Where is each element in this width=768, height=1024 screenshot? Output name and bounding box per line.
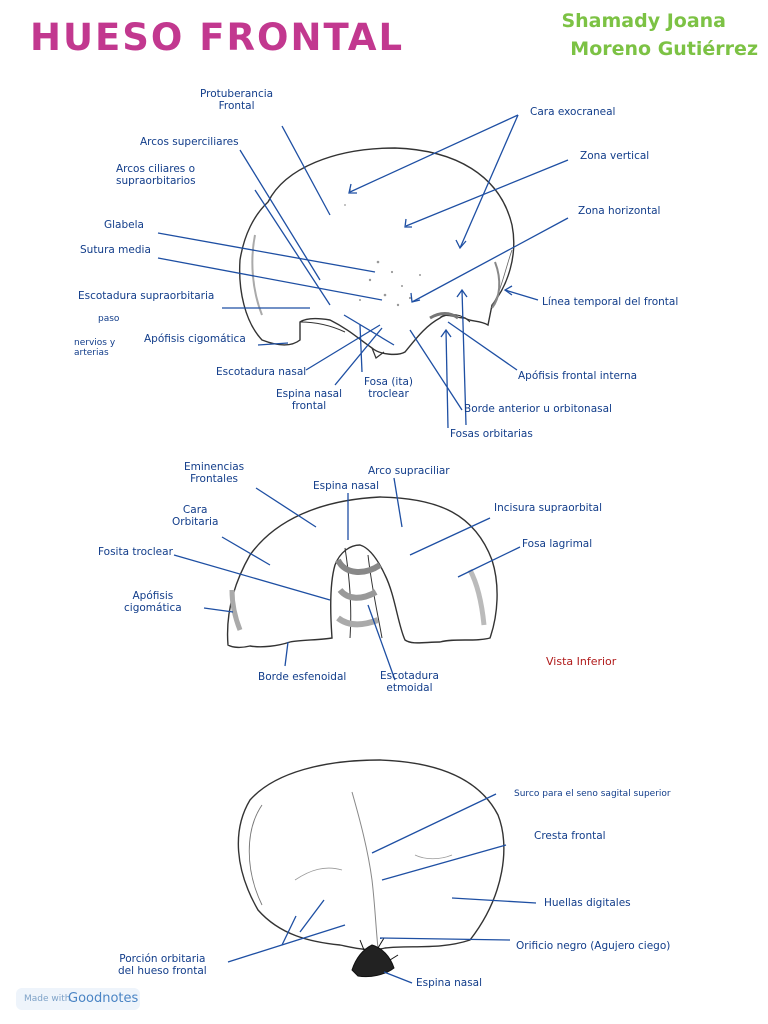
label-cara-exocraneal: Cara exocraneal bbox=[530, 106, 616, 118]
label-sutura-media: Sutura media bbox=[80, 244, 151, 256]
label-apofisis-cigomatica-1: Apófisis cigomática bbox=[144, 333, 246, 345]
label-fosa-lagrimal: Fosa lagrimal bbox=[522, 538, 593, 550]
label-arcos-superciliares: Arcos superciliares bbox=[140, 136, 239, 148]
label-zona-horizontal: Zona horizontal bbox=[578, 205, 661, 217]
label-porcion-orbitaria: Porción orbitaria del hueso frontal bbox=[118, 953, 207, 977]
goodnotes-logo-text: Goodnotes bbox=[68, 991, 139, 1006]
label-paso: paso bbox=[98, 314, 120, 324]
label-eminencias-frontales: Eminencias Frontales bbox=[184, 461, 245, 485]
frontal-bone-internal-view bbox=[237, 759, 505, 951]
label-nervios-arterias: nervios y arterias bbox=[74, 338, 116, 358]
label-cara-orbitaria: Cara Orbitaria bbox=[172, 504, 219, 528]
made-with-text: Made with bbox=[24, 994, 71, 1004]
view2-leader-lines bbox=[173, 477, 521, 681]
label-escotadura-etmoidal: Escotadura etmoidal bbox=[380, 670, 439, 694]
label-cresta-frontal: Cresta frontal bbox=[534, 830, 606, 842]
label-huellas-digitales: Huellas digitales bbox=[544, 897, 631, 909]
label-escotadura-nasal: Escotadura nasal bbox=[216, 366, 307, 378]
frontal-bone-inferior-shading bbox=[229, 558, 487, 631]
label-orificio-negro: Orificio negro (Agujero ciego) bbox=[516, 940, 671, 952]
label-surco-seno-sagital: Surco para el seno sagital superior bbox=[514, 789, 671, 799]
view3-leader-lines bbox=[227, 793, 537, 984]
label-fosita-troclear: Fosita troclear bbox=[98, 546, 173, 558]
label-apofisis-cigomatica-2: Apófisis cigomática bbox=[124, 590, 182, 614]
label-escotadura-supraorbitaria: Escotadura supraorbitaria bbox=[78, 290, 215, 302]
goodnotes-badge[interactable]: Made with Goodnotes bbox=[16, 988, 140, 1010]
label-protuberancia-frontal: Protuberancia Frontal bbox=[200, 88, 274, 112]
author-first-name: Shamady Joana bbox=[561, 10, 726, 32]
frontal-bone-internal-nasal-spine bbox=[351, 937, 399, 978]
label-linea-temporal: Línea temporal del frontal bbox=[542, 296, 679, 308]
label-borde-anterior: Borde anterior u orbitonasal bbox=[464, 403, 612, 415]
author-last-name: Moreno Gutiérrez bbox=[570, 38, 758, 60]
label-vista-inferior: Vista Inferior bbox=[546, 655, 617, 668]
label-borde-esfenoidal: Borde esfenoidal bbox=[258, 671, 347, 683]
label-fosas-orbitarias: Fosas orbitarias bbox=[450, 428, 533, 440]
label-espina-nasal-interna: Espina nasal bbox=[416, 977, 483, 989]
label-arco-supraciliar: Arco supraciliar bbox=[368, 465, 450, 477]
label-zona-vertical: Zona vertical bbox=[580, 150, 650, 162]
label-apofisis-frontal-interna: Apófisis frontal interna bbox=[518, 370, 638, 382]
view1-arrowheads bbox=[348, 183, 513, 338]
label-espina-nasal-inferior: Espina nasal bbox=[313, 480, 380, 492]
label-espina-nasal-frontal: Espina nasal frontal bbox=[276, 388, 343, 412]
page-title: HUESO FRONTAL bbox=[30, 16, 405, 59]
label-fosa-troclear: Fosa (ita) troclear bbox=[364, 376, 413, 400]
label-arcos-ciliares: Arcos ciliares o supraorbitarios bbox=[116, 163, 196, 187]
label-glabela: Glabela bbox=[104, 219, 144, 231]
view1-leader-lines bbox=[157, 114, 569, 429]
label-incisura-supraorbital: Incisura supraorbital bbox=[494, 502, 602, 514]
